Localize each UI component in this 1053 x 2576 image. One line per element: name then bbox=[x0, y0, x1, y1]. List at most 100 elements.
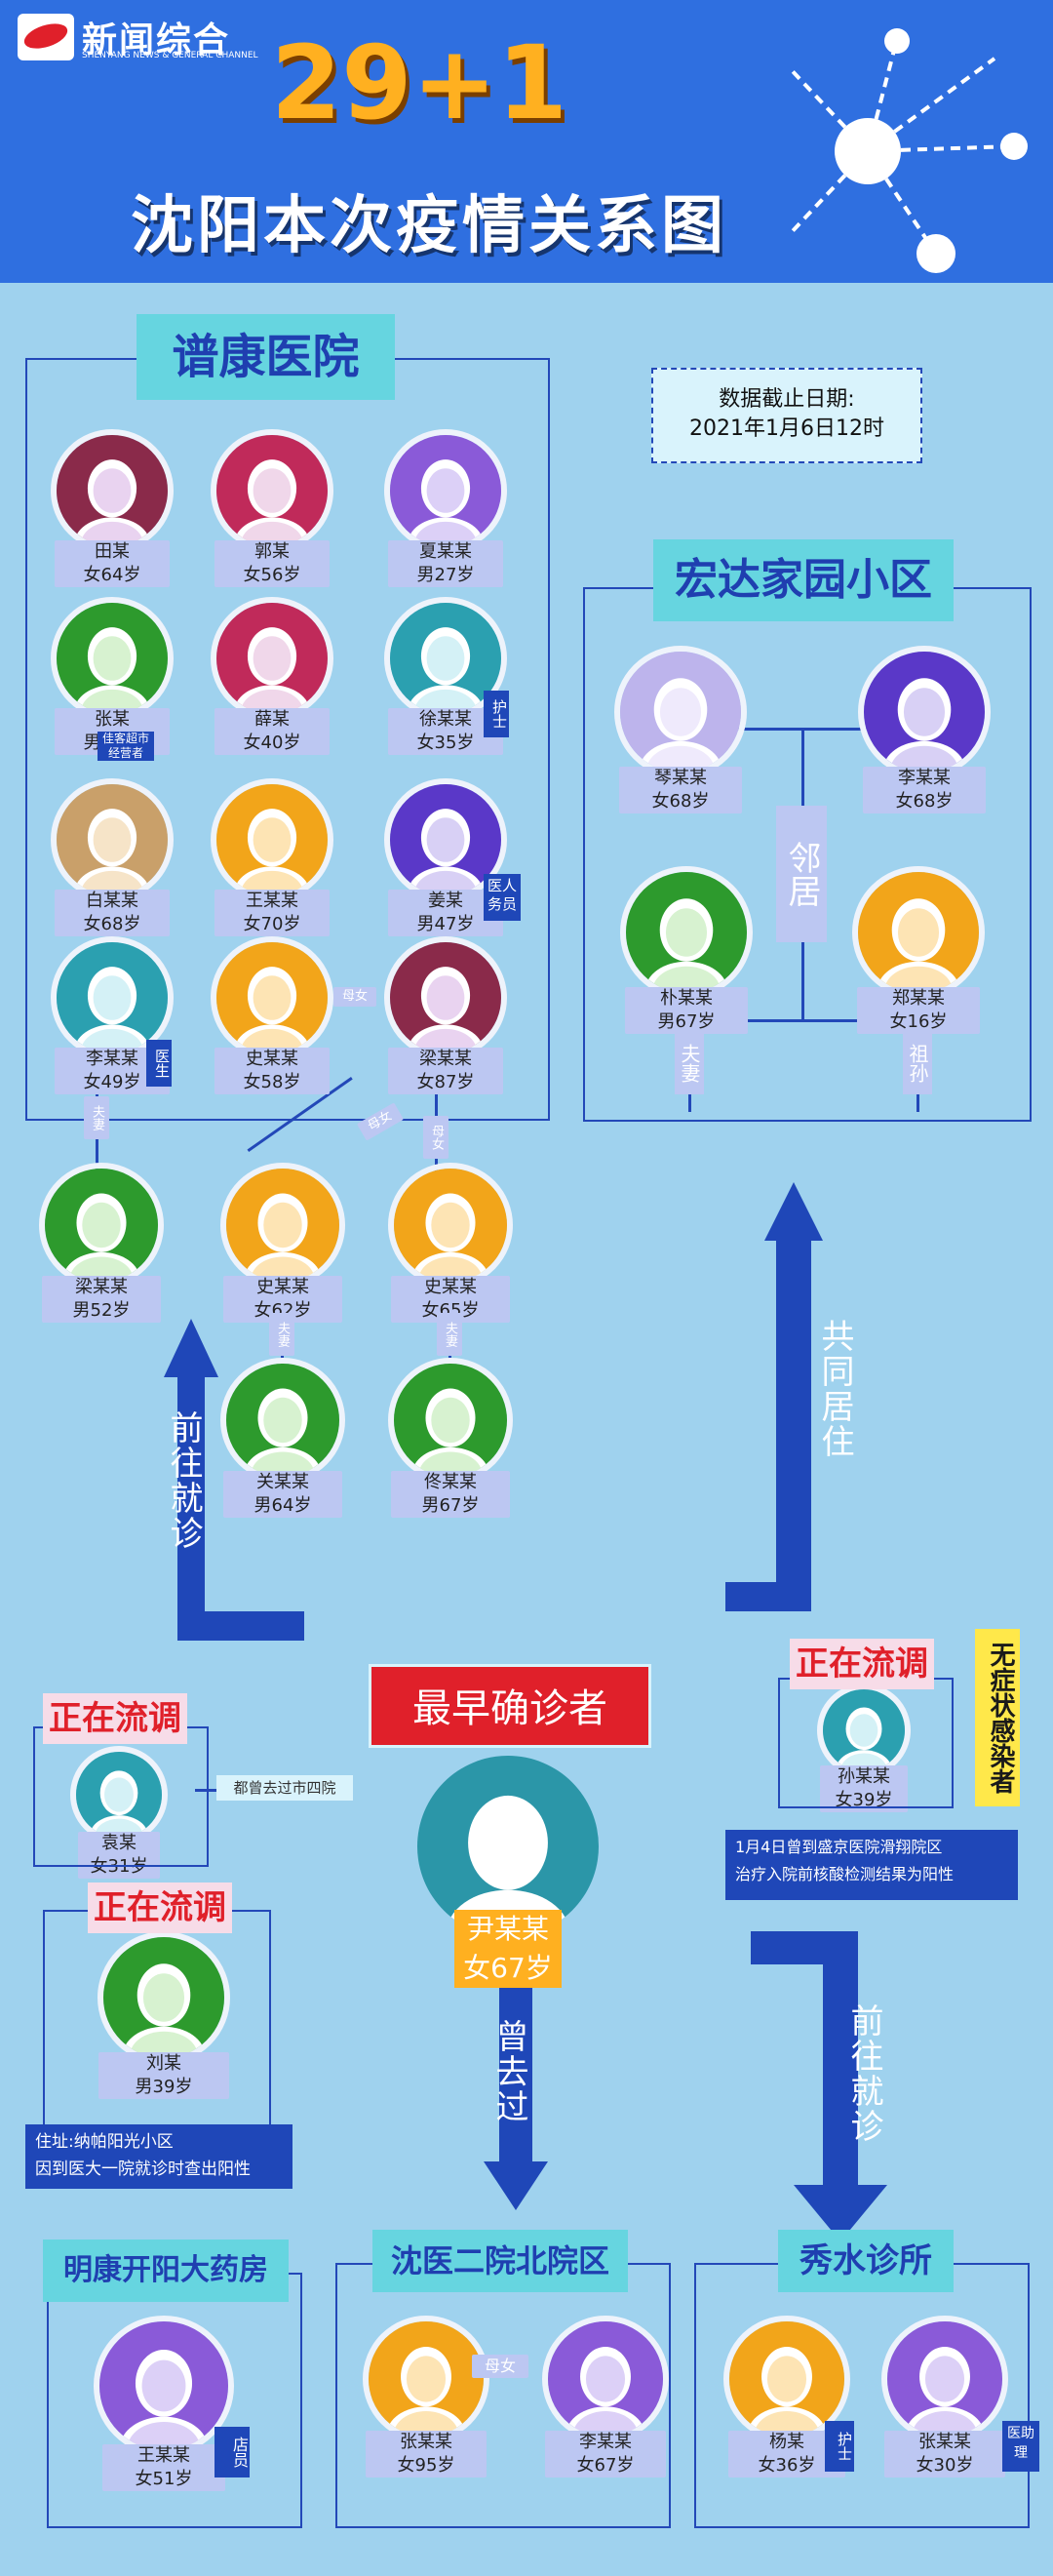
person-name: 关某某 bbox=[256, 1472, 309, 1492]
occupation-tag-li: 医生 bbox=[146, 1040, 172, 1087]
person-avatar-icon bbox=[614, 646, 747, 778]
case-count-title: 29+1 bbox=[270, 23, 568, 142]
arrow-right-up bbox=[725, 1182, 823, 1611]
person-avatar-icon bbox=[220, 1163, 345, 1288]
person-name: 史某某 bbox=[424, 1277, 477, 1297]
person-avatar-icon bbox=[211, 429, 333, 552]
tracing-label-liu: 正在流调 bbox=[88, 1882, 232, 1933]
person-info: 男39岁 bbox=[135, 2077, 193, 2097]
person-info: 女68岁 bbox=[895, 791, 954, 812]
cutoff-line2: 2021年1月6日12时 bbox=[689, 416, 884, 441]
person-info: 女95岁 bbox=[397, 2455, 455, 2476]
person-label: 白某某女68岁 bbox=[55, 890, 170, 936]
person-info: 女67岁 bbox=[576, 2455, 635, 2476]
person-label: 张某某女95岁 bbox=[366, 2431, 487, 2477]
person-avatar-icon bbox=[542, 2316, 669, 2442]
person-label: 王某某女70岁 bbox=[214, 890, 330, 936]
sun-note-line1: 1月4日曾到盛京医院滑翔院区 bbox=[735, 1838, 943, 1856]
logo-mark-icon bbox=[18, 14, 74, 60]
relation-tag-munv-shenyi: 母女 bbox=[472, 2355, 528, 2378]
liu-address-line2: 因到医大一院就诊时查出阳性 bbox=[35, 2160, 251, 2179]
person-name: 夏某某 bbox=[419, 541, 472, 562]
person-label: 梁某某男52岁 bbox=[42, 1276, 161, 1323]
person-avatar-icon bbox=[881, 2316, 1008, 2442]
channel-logo: 新闻综合 SHENYANG NEWS & GENERAL CHANNEL bbox=[18, 10, 258, 64]
relation-tag-munv-hospital: 母女 bbox=[333, 987, 376, 1007]
person-name: 白某某 bbox=[86, 891, 138, 911]
person-info: 男64岁 bbox=[254, 1495, 312, 1516]
person-info: 女62岁 bbox=[254, 1300, 312, 1321]
person-name: 佟某某 bbox=[424, 1472, 477, 1492]
person-avatar-icon bbox=[51, 429, 174, 552]
person-info: 女36岁 bbox=[758, 2455, 816, 2476]
earliest-case-name: 尹某某 bbox=[466, 1913, 549, 1945]
person-info: 男67岁 bbox=[421, 1495, 480, 1516]
earliest-case-info: 女67岁 bbox=[463, 1952, 553, 1984]
person-label: 琴某某女68岁 bbox=[619, 767, 742, 813]
person-name: 梁某某 bbox=[75, 1277, 128, 1297]
shenyi-title: 沈医二院北院区 bbox=[372, 2230, 628, 2292]
person-info: 男52岁 bbox=[72, 1300, 131, 1321]
person-avatar-icon bbox=[384, 936, 507, 1059]
person-avatar-icon bbox=[388, 1358, 513, 1483]
network-icon bbox=[788, 28, 1028, 273]
arrow-text-cohabit: 共同居住 bbox=[815, 1319, 854, 1459]
grandparent-tag: 祖孙 bbox=[903, 1032, 932, 1094]
person-name: 刘某 bbox=[146, 2053, 181, 2074]
person-label: 郑某某女16岁 bbox=[857, 987, 980, 1034]
person-avatar-icon bbox=[852, 866, 985, 999]
person-avatar-icon bbox=[39, 1163, 164, 1288]
occupation-tag-zhang: 佳客超市经营者 bbox=[98, 732, 154, 761]
person-name: 孙某某 bbox=[838, 1766, 890, 1787]
person-name: 朴某某 bbox=[660, 988, 713, 1009]
person-avatar-icon bbox=[98, 1931, 230, 2064]
logo-text: 新闻综合 bbox=[82, 20, 231, 60]
person-name: 姜某 bbox=[428, 891, 463, 911]
person-label: 姜某男47岁 bbox=[388, 890, 503, 936]
person-name: 王某某 bbox=[246, 891, 298, 911]
person-info: 女68岁 bbox=[651, 791, 710, 812]
person-avatar-icon bbox=[620, 866, 753, 999]
person-info: 女35岁 bbox=[416, 733, 475, 753]
person-info: 女49岁 bbox=[83, 1072, 141, 1092]
asymptomatic-tag: 无症状感染者 bbox=[975, 1629, 1020, 1806]
sun-panel bbox=[778, 1678, 954, 1808]
person-label: 袁某女31岁 bbox=[78, 1832, 160, 1879]
person-name: 杨某 bbox=[769, 2432, 804, 2452]
relation-tag-fuqi-1: 夫妻 bbox=[84, 1096, 109, 1139]
person-name: 史某某 bbox=[256, 1277, 309, 1297]
relation-tag-fuqi-5: 夫妻 bbox=[437, 1313, 462, 1356]
person-name: 徐某某 bbox=[419, 709, 472, 730]
person-label: 田某女64岁 bbox=[55, 540, 170, 587]
arrow-text-goto-clinic: 前往就诊 bbox=[164, 1410, 203, 1551]
pharmacy-panel bbox=[47, 2273, 302, 2528]
cutoff-line1: 数据截止日期: bbox=[719, 387, 855, 412]
person-info: 女65岁 bbox=[421, 1300, 480, 1321]
arrow-down-mid bbox=[484, 1966, 548, 2210]
person-name: 张某某 bbox=[400, 2432, 452, 2452]
neighbor-line-bottom bbox=[737, 1019, 868, 1022]
shenyi-panel bbox=[335, 2263, 671, 2528]
person-label: 朴某某男67岁 bbox=[625, 987, 748, 1034]
person-label: 孙某某女39岁 bbox=[820, 1765, 908, 1812]
person-label: 史某某女65岁 bbox=[391, 1276, 510, 1323]
person-avatar-icon bbox=[51, 778, 174, 901]
header-banner: 新闻综合 SHENYANG NEWS & GENERAL CHANNEL 29+… bbox=[0, 0, 1053, 283]
person-name: 薛某 bbox=[254, 709, 290, 730]
person-info: 男27岁 bbox=[416, 565, 475, 585]
person-info: 女56岁 bbox=[243, 565, 301, 585]
person-label: 佟某某男67岁 bbox=[391, 1471, 510, 1518]
clerk-tag: 店员 bbox=[214, 2427, 250, 2477]
couple-tag: 夫妻 bbox=[675, 1032, 704, 1094]
person-name: 田某 bbox=[95, 541, 130, 562]
person-info: 女51岁 bbox=[135, 2469, 193, 2489]
person-label: 史某某女58岁 bbox=[214, 1048, 330, 1094]
person-label: 关某某男64岁 bbox=[223, 1471, 342, 1518]
person-name: 张某某 bbox=[918, 2432, 971, 2452]
person-name: 琴某某 bbox=[654, 768, 707, 788]
person-name: 袁某 bbox=[101, 1833, 136, 1853]
person-info: 男47岁 bbox=[416, 914, 475, 934]
person-avatar-icon bbox=[384, 778, 507, 901]
person-avatar-icon bbox=[211, 778, 333, 901]
logo-subtext: SHENYANG NEWS & GENERAL CHANNEL bbox=[82, 51, 258, 60]
